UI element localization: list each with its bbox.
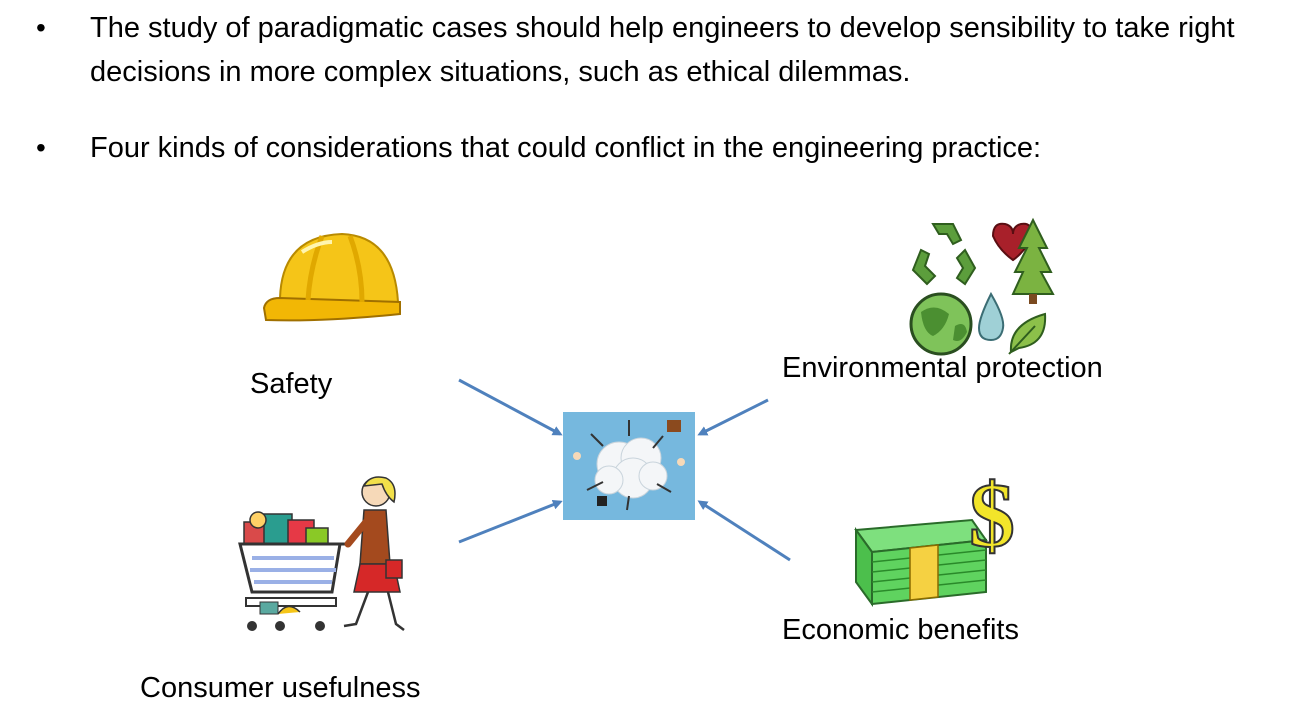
economic-label: Economic benefits	[782, 614, 1019, 646]
consumer-label: Consumer usefulness	[140, 672, 421, 704]
svg-text:$: $	[969, 464, 1015, 566]
conflict-cloud-icon	[563, 412, 695, 520]
arrow-environment	[697, 398, 769, 436]
arrow-safety	[458, 378, 563, 436]
environment-icons	[909, 217, 1055, 356]
money-stack-dollar-icon: $	[854, 463, 1016, 608]
bullet-marker-2: •	[36, 132, 46, 163]
shopping-cart-woman-icon	[238, 476, 405, 631]
bullet-text-1: The study of paradigmatic cases should h…	[90, 12, 1235, 88]
bullet-text-2: Four kinds of considerations that could …	[90, 132, 1042, 164]
arrow-consumer	[458, 499, 563, 544]
hard-hat-icon	[262, 232, 401, 322]
environment-label: Environmental protection	[782, 352, 1103, 384]
arrow-economic	[697, 500, 791, 562]
safety-label: Safety	[250, 368, 333, 400]
bullet-marker-1: •	[36, 12, 46, 43]
